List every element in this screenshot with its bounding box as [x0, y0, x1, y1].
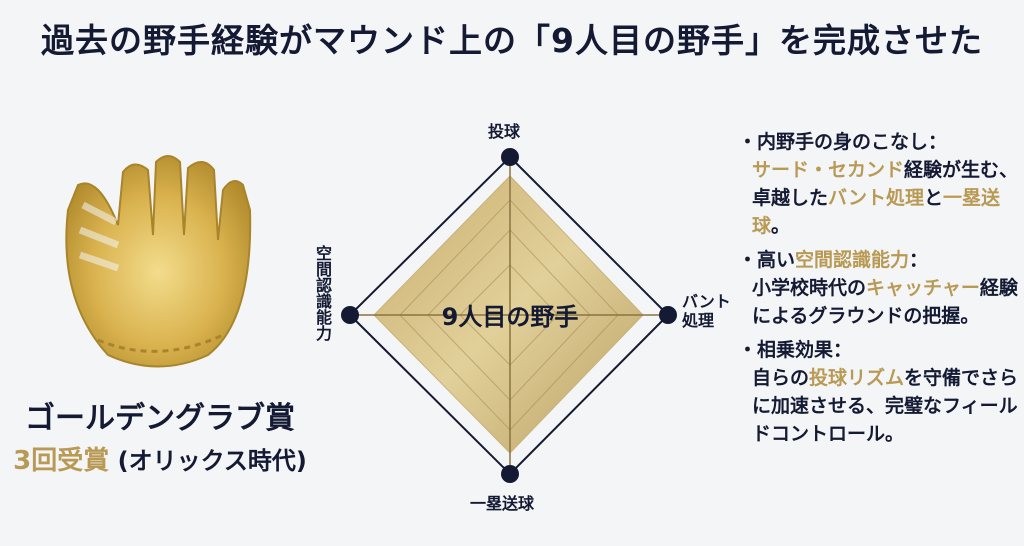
text: 経験によるグラウンドの把握。 — [752, 277, 1018, 327]
text: 経験が生む、卓越した — [752, 159, 1019, 209]
highlight: キャッチャー — [866, 277, 980, 299]
text: ： — [909, 249, 929, 271]
axis-node-left — [341, 306, 359, 324]
bullet-body: 自らの投球リズムを守備でさらに加速させる、完璧なフィールドコントロール。 — [738, 364, 1024, 448]
axis-node-right — [659, 306, 677, 324]
axis-label-pitching: 投球 — [488, 122, 521, 141]
text: 自らの — [752, 367, 810, 389]
highlight: 一塁送球 — [752, 187, 1000, 237]
bullet-body: サード・セカンド経験が生む、卓越したバント処理と一塁送球。 — [738, 156, 1024, 240]
axis-node-top — [501, 148, 519, 166]
radar-center-label: 9人目の野手 — [441, 303, 579, 331]
award-era: (オリックス時代) — [117, 447, 307, 475]
award-count: 3回受賞 (オリックス時代) — [0, 440, 320, 477]
axis-node-bottom — [501, 465, 519, 483]
text: を守備でさらに加速させる、完璧なフィールドコントロール。 — [752, 367, 1019, 445]
axis-label-first-throw: 一塁送球 — [470, 494, 535, 513]
bullet-heading: ・内野手の身のこなし： — [738, 131, 948, 153]
highlight: 空間認識能力 — [795, 249, 910, 271]
award-times: 3回受賞 — [13, 446, 110, 476]
text: ・高い — [738, 249, 796, 271]
award-name: ゴールデングラブ賞 — [25, 401, 295, 436]
bullet-heading: ・相乗効果： — [738, 339, 853, 361]
bullet-body: 小学校時代のキャッチャー経験によるグラウンドの把握。 — [738, 274, 1024, 330]
radar-chart — [341, 148, 677, 483]
text: 。 — [771, 215, 791, 237]
text: と — [923, 187, 943, 209]
bullet-item: ・高い空間認識能力： 小学校時代のキャッチャー経験によるグラウンドの把握。 — [738, 246, 1024, 330]
bullet-item: ・内野手の身のこなし： サード・セカンド経験が生む、卓越したバント処理と一塁送球… — [738, 128, 1024, 240]
highlight: サード・セカンド — [752, 159, 905, 181]
highlight: バント処理 — [828, 187, 924, 209]
axis-label-bunt: バント 処理 — [682, 292, 731, 330]
axis-label-bunt-line2: 処理 — [682, 311, 715, 330]
axis-label-bunt-line1: バント — [682, 292, 731, 311]
highlight: 投球リズム — [809, 367, 905, 389]
text: 小学校時代の — [752, 277, 867, 299]
bullet-heading: ・高い空間認識能力： — [738, 249, 928, 271]
bullet-list: ・内野手の身のこなし： サード・セカンド経験が生む、卓越したバント処理と一塁送球… — [738, 128, 1024, 454]
page-title: 過去の野手経験がマウンド上の「9人目の野手」を完成させた — [41, 21, 983, 60]
bullet-item: ・相乗効果： 自らの投球リズムを守備でさらに加速させる、完璧なフィールドコントロ… — [738, 336, 1024, 448]
gold-glove-image — [65, 155, 252, 368]
axis-label-spatial: 空間認識能力 — [313, 245, 332, 341]
